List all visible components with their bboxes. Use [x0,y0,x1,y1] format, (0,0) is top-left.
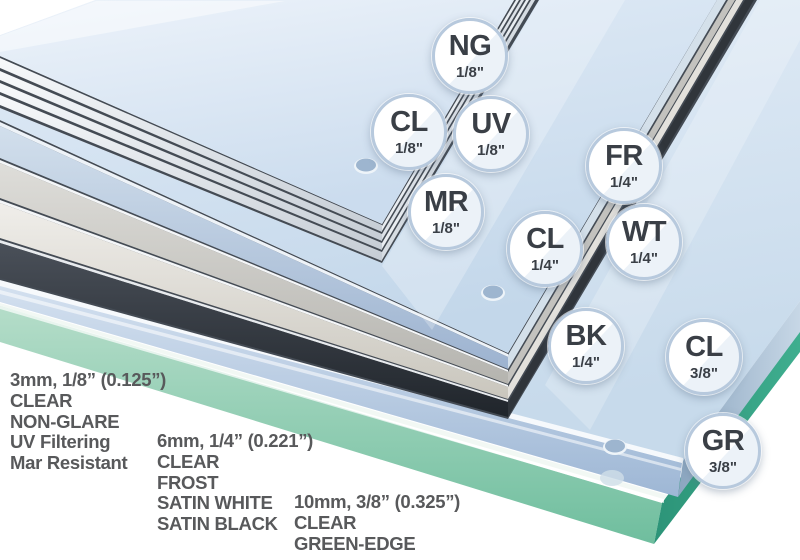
badge-bk-1-4: BK 1/4" [548,308,624,384]
badge-fr-1-4: FR 1/4" [586,128,662,204]
badge-code: GR [701,425,745,457]
label-line: SATIN WHITE [157,492,273,514]
label-line: FROST [157,471,219,493]
label-line: NON-GLARE [10,410,120,432]
badge-thickness: 1/8" [477,142,505,159]
badge-thickness: 1/8" [395,140,423,157]
label-line: SATIN BLACK [157,513,278,535]
badge-wt-1-4: WT 1/4" [606,204,682,280]
badge-thickness: 1/8" [456,64,484,81]
badge-code: FR [605,140,643,172]
badge-code: MR [423,186,469,218]
label-group-10mm: 10mm, 3/8” (0.325”) CLEAR GREEN-EDGE [294,491,461,554]
badge-thickness: 3/8" [709,459,737,476]
label-group-3mm: 3mm, 1/8” (0.125”) CLEAR NON-GLARE UV Fi… [10,369,167,474]
label-line: CLEAR [157,450,220,472]
badge-cl-3-8: CL 3/8" [666,319,742,395]
badge-code: BK [565,320,607,352]
label-line: 6mm, 1/4” (0.221”) [157,430,314,451]
badge-code: UV [471,108,511,140]
badge-thickness: 1/4" [610,174,638,191]
label-line: UV Filtering [10,431,111,453]
badge-cl-1-4: CL 1/4" [507,211,583,287]
badge-thickness: 3/8" [690,365,718,382]
badge-thickness: 1/4" [531,257,559,274]
badge-thickness: 1/4" [630,250,658,267]
badge-ng-1-8: NG 1/8" [432,18,508,94]
badge-code: CL [685,331,723,363]
label-line: 10mm, 3/8” (0.325”) [294,491,461,512]
badge-uv-1-8: UV 1/8" [453,96,529,172]
badge-cl-1-8: CL 1/8" [371,94,447,170]
badge-gr-3-8: GR 3/8" [685,413,761,489]
label-line: Mar Resistant [10,452,128,474]
badge-code: CL [390,106,428,138]
label-line: CLEAR [10,389,73,411]
label-line: 3mm, 1/8” (0.125”) [10,369,167,390]
label-line: GREEN-EDGE [294,532,416,554]
badge-code: WT [621,216,667,248]
badge-mr-1-8: MR 1/8" [408,174,484,250]
label-line: CLEAR [294,511,357,533]
badge-code: CL [526,223,564,255]
badge-thickness: 1/8" [432,220,460,237]
badge-code: NG [448,30,492,62]
label-group-6mm: 6mm, 1/4” (0.221”) CLEAR FROST SATIN WHI… [157,430,314,535]
badge-thickness: 1/4" [572,354,600,371]
